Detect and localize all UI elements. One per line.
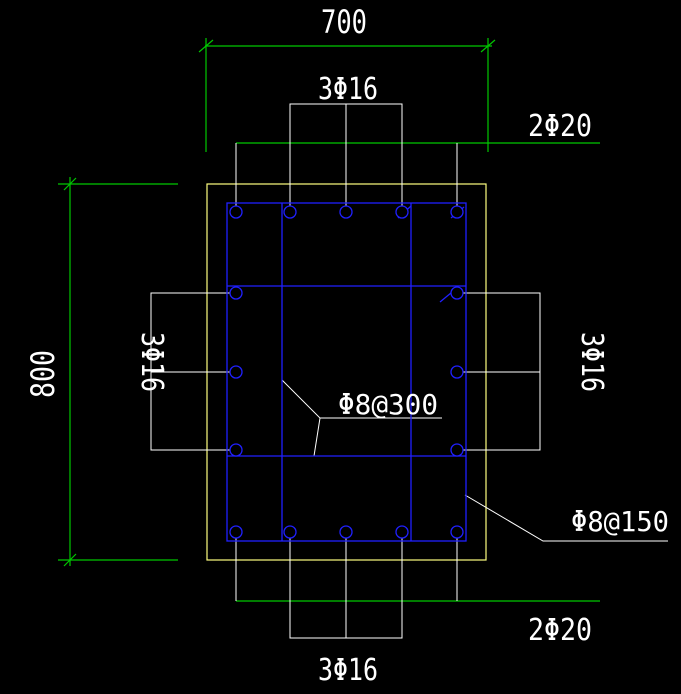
rebar-bar [339,205,353,219]
dim-height-label: 800 [24,350,62,398]
right-bars-label: 3Φ16 [574,332,609,392]
tie-inner-label: Φ8@300 [338,388,438,421]
rebar-bar [450,205,464,219]
rebar-cage [226,202,467,542]
tie-outer-label: Φ8@150 [571,505,669,538]
dim-width-label: 700 [321,3,367,41]
left-bars-label: 3Φ16 [134,332,169,392]
bottom-bars-label: 3Φ16 [318,653,378,688]
rebar-bar [283,525,297,539]
rebar-bar [229,365,243,379]
rebar-bar [283,205,297,219]
rebar-bars [229,205,464,539]
rebar-bar [229,286,243,300]
rebar-bar [450,443,464,457]
rebar-bar [395,205,409,219]
rebar-bar [395,525,409,539]
leader-lines [150,103,668,639]
column-outline [206,183,487,561]
rebar-bar [450,286,464,300]
rebar-bar [229,525,243,539]
rebar-bar [229,443,243,457]
dimension-lines [58,38,600,602]
rebar-bar [450,365,464,379]
corner-bars-bottom-label: 2Φ20 [528,613,592,648]
top-bars-label: 3Φ16 [318,72,378,107]
rebar-bar [450,525,464,539]
rebar-bar [229,205,243,219]
rebar-bar [339,525,353,539]
corner-bars-top-label: 2Φ20 [528,109,592,144]
